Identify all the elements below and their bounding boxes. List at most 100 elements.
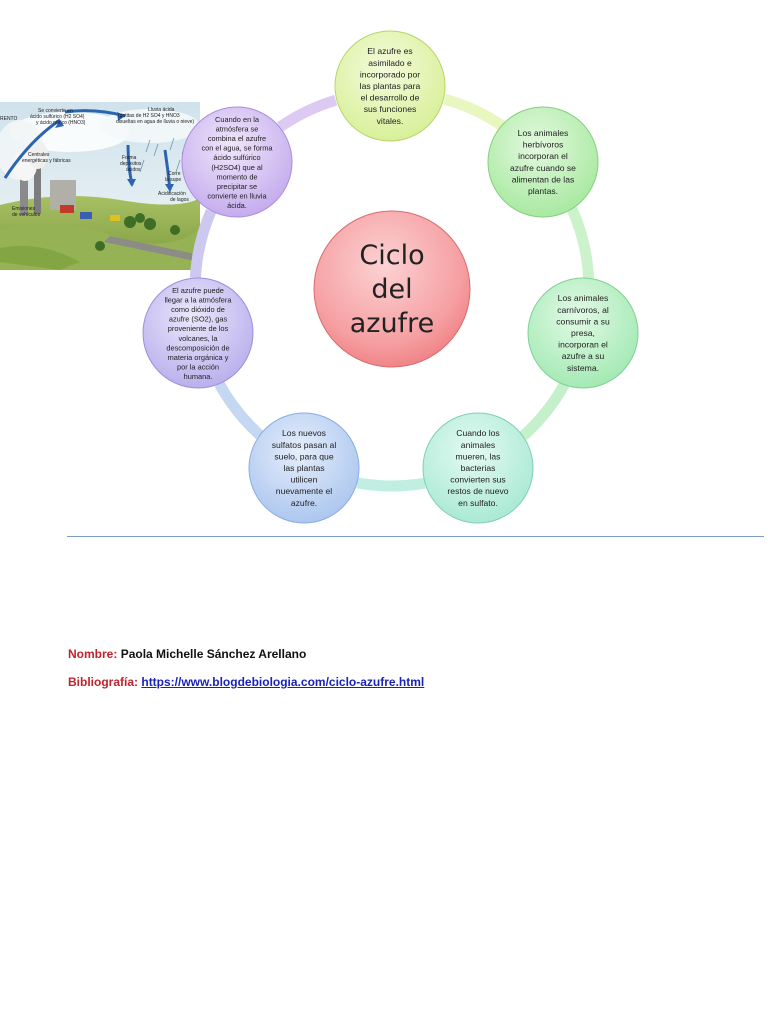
name-label: Nombre:	[68, 647, 118, 661]
node-circle	[422, 412, 534, 524]
node-text-line: animales	[461, 440, 495, 450]
node-text-line: momento de	[216, 172, 257, 181]
node-text-line: como dióxido de	[171, 305, 225, 314]
node-text-line: bacterias	[461, 463, 496, 473]
node-text-line: alimentan de las	[512, 174, 575, 184]
center-title-line: azufre	[350, 308, 434, 339]
node-text-line: El azufre es	[367, 46, 412, 56]
node-text-line: presa,	[571, 328, 595, 338]
node-circle	[487, 106, 599, 218]
author-line: Nombre: Paola Michelle Sánchez Arellano	[68, 647, 306, 661]
illustration-label: de vehículos	[12, 212, 41, 218]
node-text-line: Cuando los	[456, 428, 499, 438]
node-text-line: herbívoros	[523, 140, 564, 150]
ring-arc	[519, 381, 570, 441]
illustration-label: depósitos	[120, 161, 142, 167]
node-text-line: atmósfera se	[216, 124, 259, 133]
bibliography-label: Bibliografía:	[68, 675, 139, 689]
ring-arc	[443, 93, 505, 131]
node-text-line: las plantas para	[360, 81, 421, 91]
node-text-line: incorporan el	[558, 340, 608, 350]
bibliography-line: Bibliografía: https://www.blogdebiologia…	[68, 675, 424, 689]
node-text-line: suelo, para que	[274, 451, 333, 461]
node-text-line: El azufre puede	[172, 286, 224, 295]
illustration-label: Forma	[122, 155, 137, 161]
node-text-line: azufre (SO2), gas	[169, 315, 228, 324]
node-text-line: restos de nuevo	[447, 486, 508, 496]
node-text-line: consumir a su	[556, 316, 610, 326]
node-text-line: materia orgánica y	[168, 353, 229, 362]
illustration-label: Emisiones	[12, 206, 36, 212]
node-text-line: vitales.	[377, 116, 404, 126]
node-text-line: incorporado por	[360, 69, 420, 79]
node-text-line: llegar a la atmósfera	[165, 295, 233, 304]
horizontal-divider	[67, 536, 764, 537]
node-text-line: convierten sus	[450, 475, 505, 485]
illustration-label: disueltas en agua de lluvia o nieve)	[116, 119, 194, 125]
illustration-label: Acidificación	[158, 191, 186, 197]
node-text-line: las plantas	[283, 463, 324, 473]
node-text-line: precipitar se	[217, 182, 257, 191]
node-text-line: utilicen	[291, 475, 318, 485]
illustration-label: y ácido nítrico (HNO3)	[36, 120, 86, 126]
center-title-line: Ciclo	[359, 240, 424, 271]
cycle-ring	[189, 93, 595, 492]
node-text-line: descomposición de	[166, 343, 229, 352]
illustration-label: energéticas y fábricas	[22, 158, 71, 164]
ring-arc	[189, 208, 217, 279]
node-text-line: Los animales	[518, 128, 569, 138]
center-title-line: del	[371, 274, 412, 305]
node-text-line: volcanes, la	[178, 334, 218, 343]
node-text-line: Cuando en la	[215, 115, 260, 124]
node-text-line: (H2SO4) que al	[211, 163, 263, 172]
node-text-line: el desarrollo de	[361, 93, 420, 103]
node-text-line: carnívoros, al	[557, 305, 609, 315]
node-text-line: en sulfato.	[458, 498, 498, 508]
node-text-line: incorporan el	[518, 151, 568, 161]
node-text-line: nuevamente el	[276, 486, 332, 496]
node-text-line: azufre cuando se	[510, 163, 576, 173]
illustration-label: Centrales	[28, 152, 50, 158]
illustration-label: Se convierte en	[38, 108, 73, 114]
node-text-line: con el agua, se forma	[201, 144, 273, 153]
ring-arc	[566, 206, 595, 279]
node-text-line: sistema.	[567, 363, 599, 373]
node-text-line: Los animales	[558, 293, 609, 303]
node-text-line: sus funciones	[364, 104, 417, 114]
node-text-line: ácida.	[227, 201, 247, 210]
node-text-line: sulfatos pasan al	[272, 440, 337, 450]
ring-arc	[356, 477, 426, 492]
node-text-line: ácido sulfúrico	[213, 153, 260, 162]
ring-arc	[276, 94, 338, 132]
node-text-line: combina el azufre	[208, 134, 266, 143]
node-circle	[334, 30, 446, 142]
node-text-line: humana.	[184, 372, 213, 381]
illustration-label: la supe	[165, 177, 181, 183]
node-circle	[181, 106, 293, 218]
node-text-line: azufre a su	[562, 351, 605, 361]
illustration-label: Lluvia ácida	[148, 107, 175, 113]
node-text-line: azufre.	[291, 498, 317, 508]
author-name: Paola Michelle Sánchez Arellano	[120, 647, 307, 661]
illustration-label: RENTO	[0, 116, 18, 122]
node-text-line: mueren, las	[456, 451, 501, 461]
illustration-label: ácidos	[126, 167, 141, 173]
bibliography-link[interactable]: https://www.blogdebiologia.com/ciclo-azu…	[141, 675, 425, 689]
node-circle	[248, 412, 360, 524]
node-circle	[142, 277, 254, 389]
node-text-line: proveniente de los	[168, 324, 229, 333]
illustration-label: de lagos	[170, 197, 189, 203]
node-text-line: asimilado e	[368, 58, 412, 68]
illustration-label: ácido sulfúrico (H2 SO4)	[30, 114, 85, 120]
node-text-line: por la acción	[177, 363, 219, 372]
node-text-line: convierte en lluvia	[207, 192, 267, 201]
